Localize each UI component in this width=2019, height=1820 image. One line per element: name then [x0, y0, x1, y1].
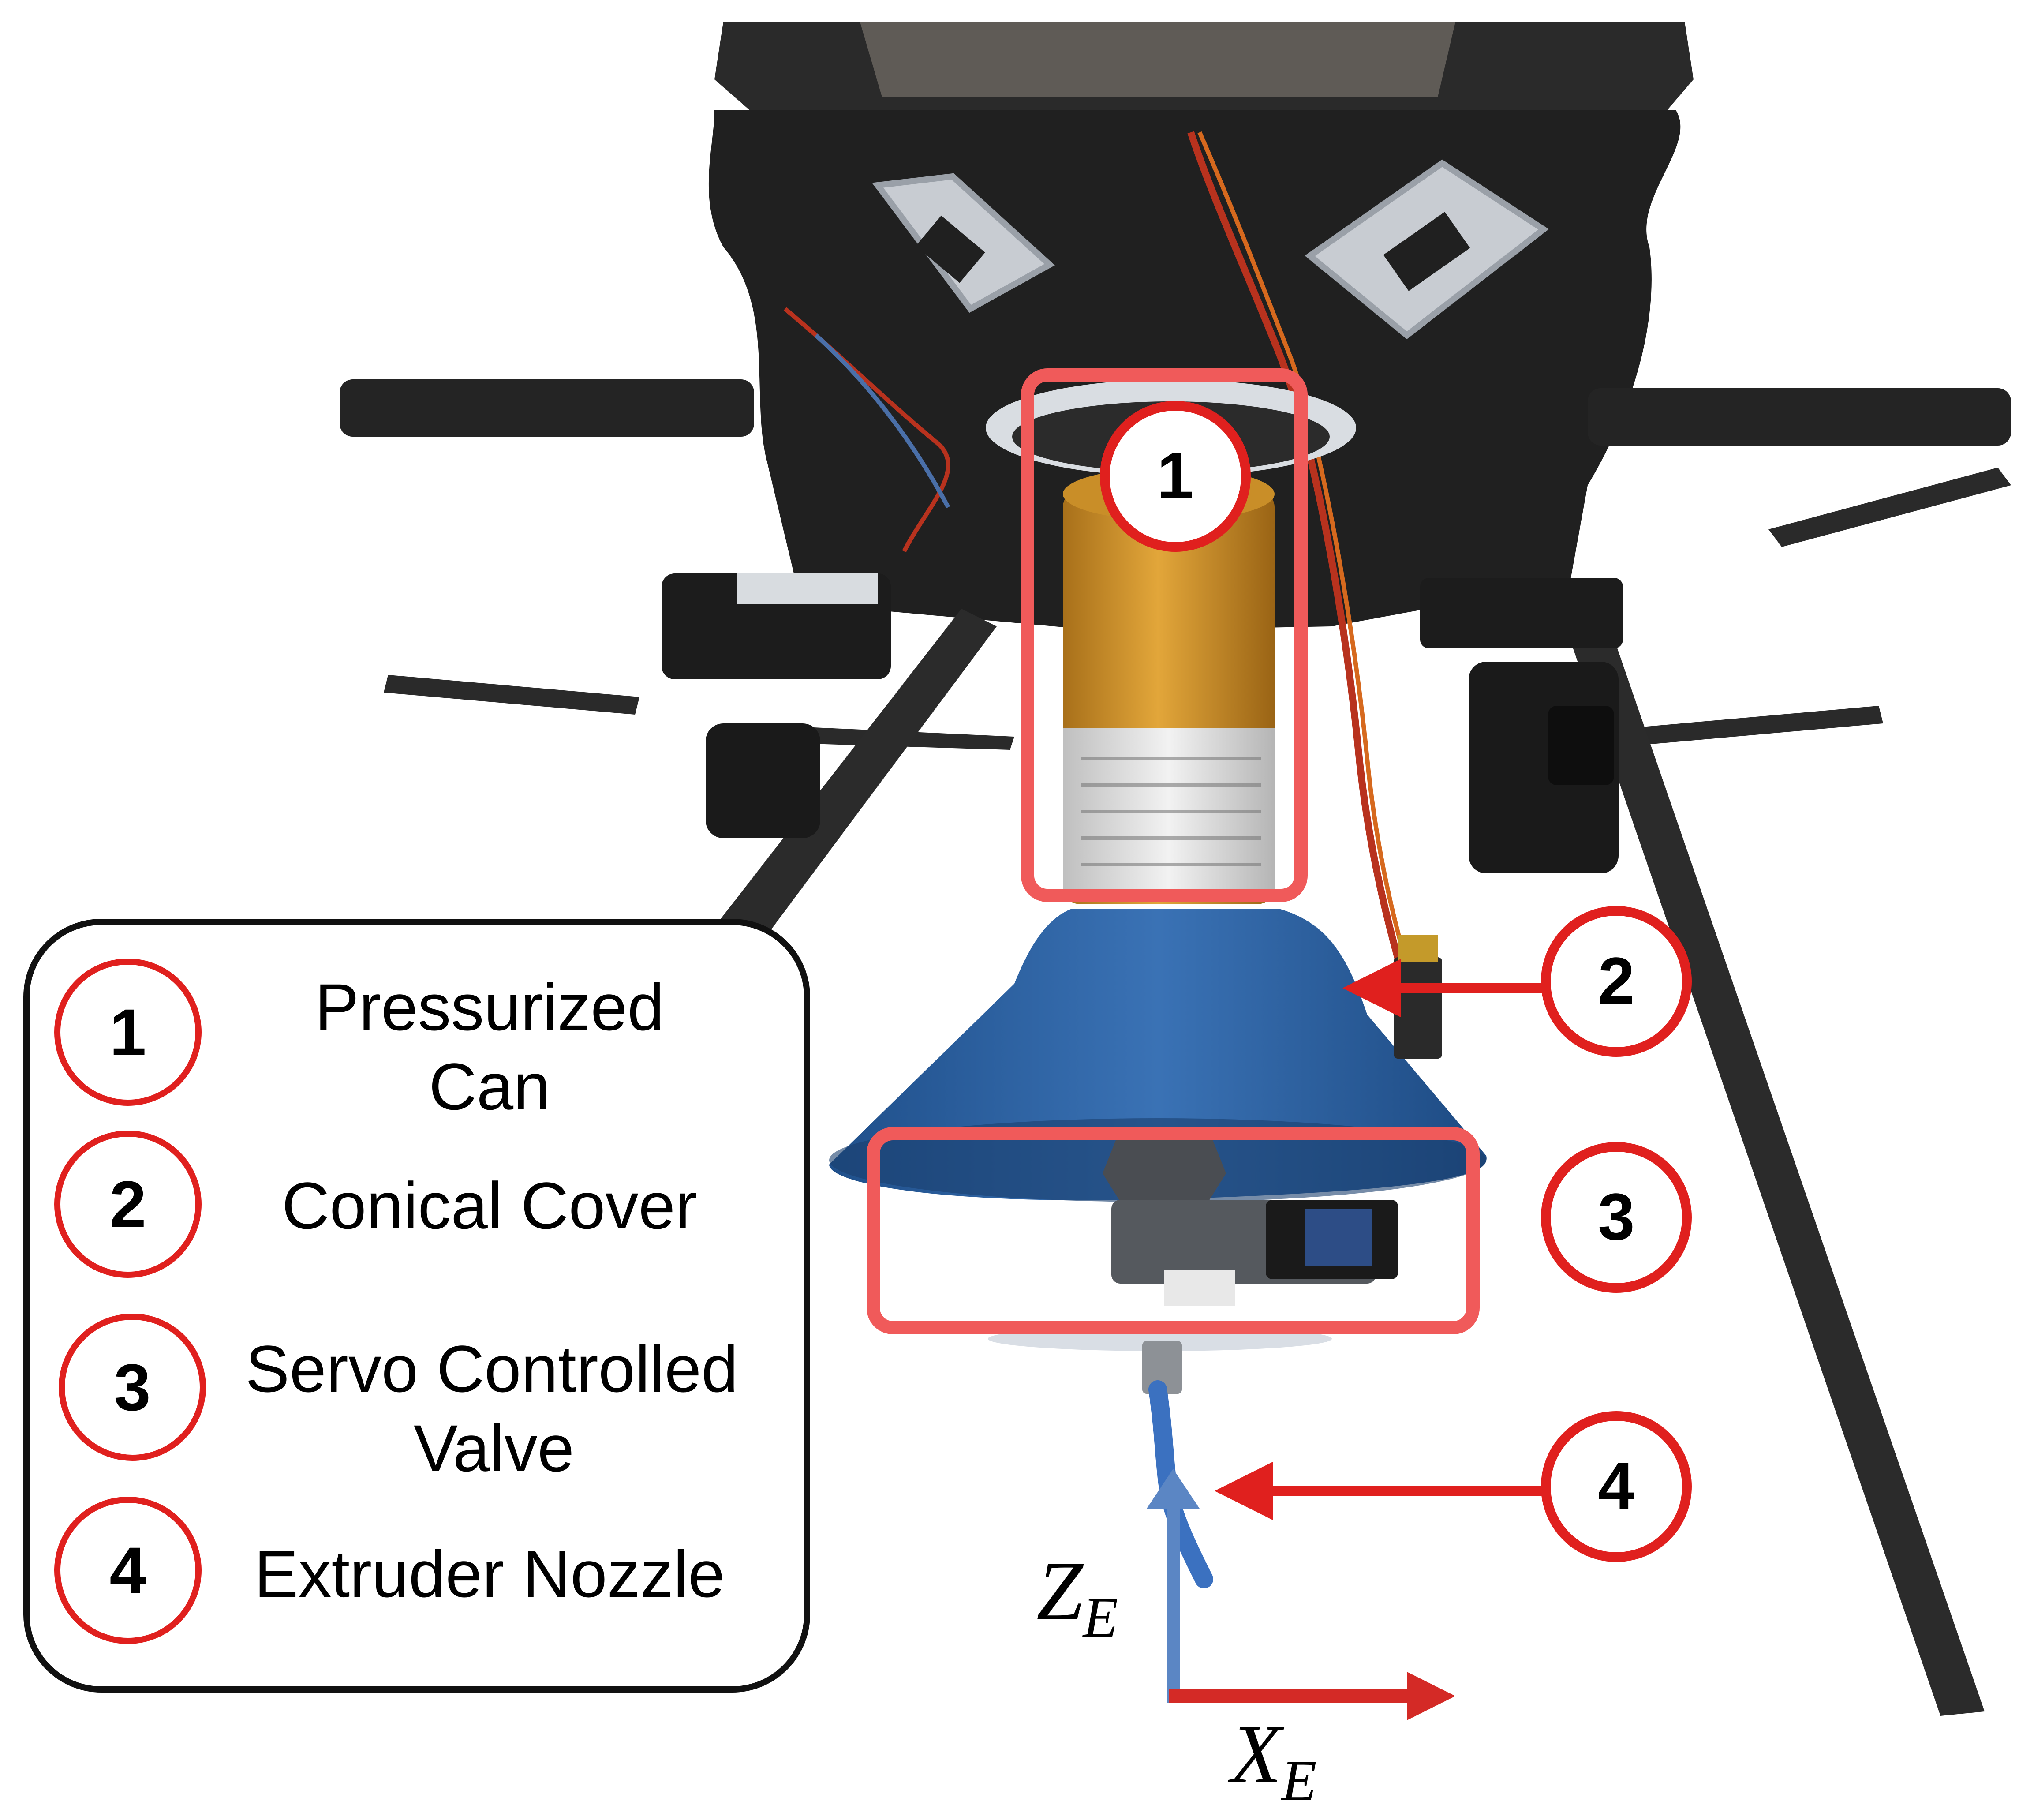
x-axis-label: X — [1227, 1708, 1285, 1801]
callout-4: 4 — [1541, 1411, 1692, 1562]
legend-item-4: 4 Extruder Nozzle — [54, 1497, 725, 1644]
callout-number: 3 — [1598, 1180, 1634, 1254]
leg-right — [1570, 626, 1985, 1716]
legend-label-line2: Valve — [414, 1411, 574, 1485]
callout-2: 2 — [1541, 906, 1692, 1057]
legend-number: 2 — [109, 1167, 146, 1241]
callout-number: 4 — [1598, 1449, 1634, 1523]
legend-number: 1 — [109, 995, 146, 1069]
svg-text:XE: XE — [1227, 1708, 1316, 1813]
right-servo-unit — [1420, 578, 1623, 648]
legend: 1 Pressurized Can 2 Conical Cover 3 Serv… — [23, 919, 810, 1693]
z-axis-label: Z — [1036, 1545, 1084, 1637]
callout-number: 2 — [1598, 944, 1634, 1018]
prop-blade-right — [1768, 468, 2011, 547]
x-axis-subscript: E — [1281, 1749, 1316, 1813]
legend-label-line1: Pressurized — [315, 970, 664, 1044]
leg-left — [670, 609, 997, 1006]
legend-number: 4 — [109, 1533, 146, 1607]
left-motor — [706, 723, 820, 838]
valve-neck — [1103, 1129, 1226, 1209]
legend-box — [23, 919, 810, 1693]
prop-blade-left — [384, 675, 639, 715]
legend-item-2: 2 Conical Cover — [54, 1131, 697, 1278]
drone-top-clutter — [860, 22, 1455, 97]
callout-3: 3 — [1541, 1142, 1692, 1293]
legend-item-3: 3 Servo Controlled Valve — [59, 1314, 738, 1485]
legend-label-line1: Conical Cover — [282, 1168, 697, 1243]
arm-right — [1588, 388, 2011, 446]
legend-item-1: 1 Pressurized Can — [54, 959, 664, 1123]
legend-label-line2: Can — [429, 1049, 550, 1123]
highlight-box-valve — [867, 1127, 1480, 1334]
callout-1: 1 — [1100, 401, 1251, 552]
arm-left — [340, 379, 754, 437]
nozzle-fitting — [1142, 1341, 1182, 1394]
legend-label-line1: Servo Controlled — [245, 1332, 738, 1406]
callout-number: 1 — [1157, 438, 1193, 513]
highlight-box-can — [1021, 368, 1308, 902]
red-wires — [1187, 131, 1419, 1024]
can-label — [1063, 728, 1275, 900]
axes-frame: ZE XE — [1036, 1469, 1455, 1813]
z-axis-subscript: E — [1082, 1586, 1118, 1649]
legend-number: 3 — [114, 1350, 150, 1424]
svg-text:ZE: ZE — [1036, 1545, 1118, 1649]
legend-label-line1: Extruder Nozzle — [254, 1537, 725, 1611]
